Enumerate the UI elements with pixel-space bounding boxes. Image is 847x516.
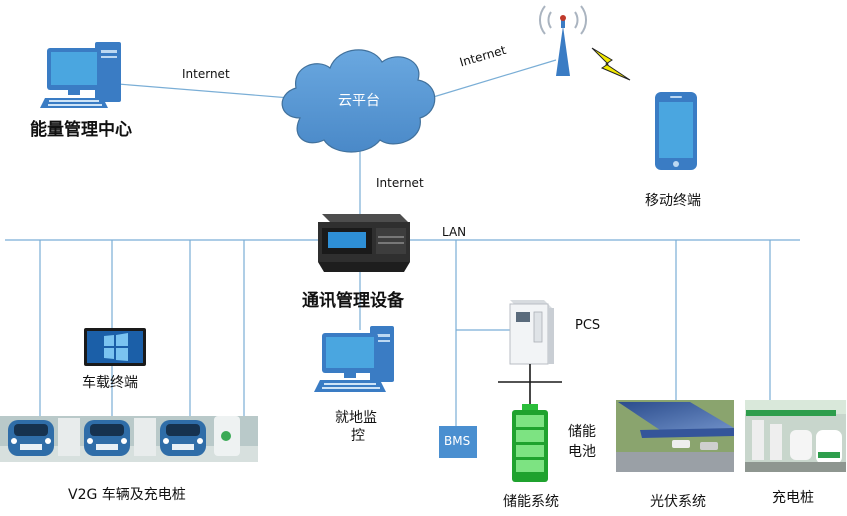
rack-server-icon	[318, 214, 410, 272]
v2g-label: V2G 车辆及充电桩	[68, 487, 186, 503]
battery-icon	[512, 404, 548, 482]
tablet-icon	[84, 328, 146, 366]
battery-label-line1: 储能	[568, 424, 596, 440]
antenna-tower-icon	[538, 5, 588, 76]
internet-label-down: Internet	[376, 176, 424, 190]
ev-car-icon	[8, 420, 54, 456]
cloud-icon	[281, 49, 436, 153]
computer-icon	[40, 42, 121, 108]
vehicle-terminal-label: 车载终端	[82, 375, 138, 391]
bms-label: BMS	[444, 434, 471, 448]
solar-panel-icon	[616, 400, 734, 472]
pcs-battery-connection	[498, 364, 562, 404]
bms-box	[439, 426, 477, 458]
computer-icon	[314, 326, 394, 392]
internet-label-left: Internet	[182, 67, 230, 81]
charging-pile-label: 充电桩	[772, 490, 814, 506]
ev-car-icon	[84, 420, 130, 456]
local-monitor-label-line2: 控	[351, 428, 365, 444]
v2g-vehicle-row	[0, 416, 258, 462]
energy-center-label: 能量管理中心	[30, 120, 132, 140]
local-monitor-label-line1: 就地监	[335, 410, 377, 426]
pcs-label: PCS	[575, 318, 601, 333]
pcs-cabinet-icon	[509, 300, 554, 365]
cloud-label: 云平台	[338, 93, 380, 109]
mobile-terminal-label: 移动终端	[645, 193, 701, 209]
internet-link-energy-center	[117, 83, 291, 99]
pv-system-label: 光伏系统	[650, 494, 706, 510]
storage-system-label: 储能系统	[503, 494, 559, 510]
ev-car-icon	[160, 420, 206, 456]
comm-device-label: 通讯管理设备	[302, 291, 404, 311]
charging-pile-photo	[745, 400, 846, 472]
internet-link-mobile-tower	[429, 59, 557, 99]
lan-label: LAN	[442, 225, 467, 239]
battery-label-line2: 电池	[568, 444, 596, 460]
smartphone-icon	[655, 92, 697, 170]
lightning-icon	[591, 47, 631, 81]
